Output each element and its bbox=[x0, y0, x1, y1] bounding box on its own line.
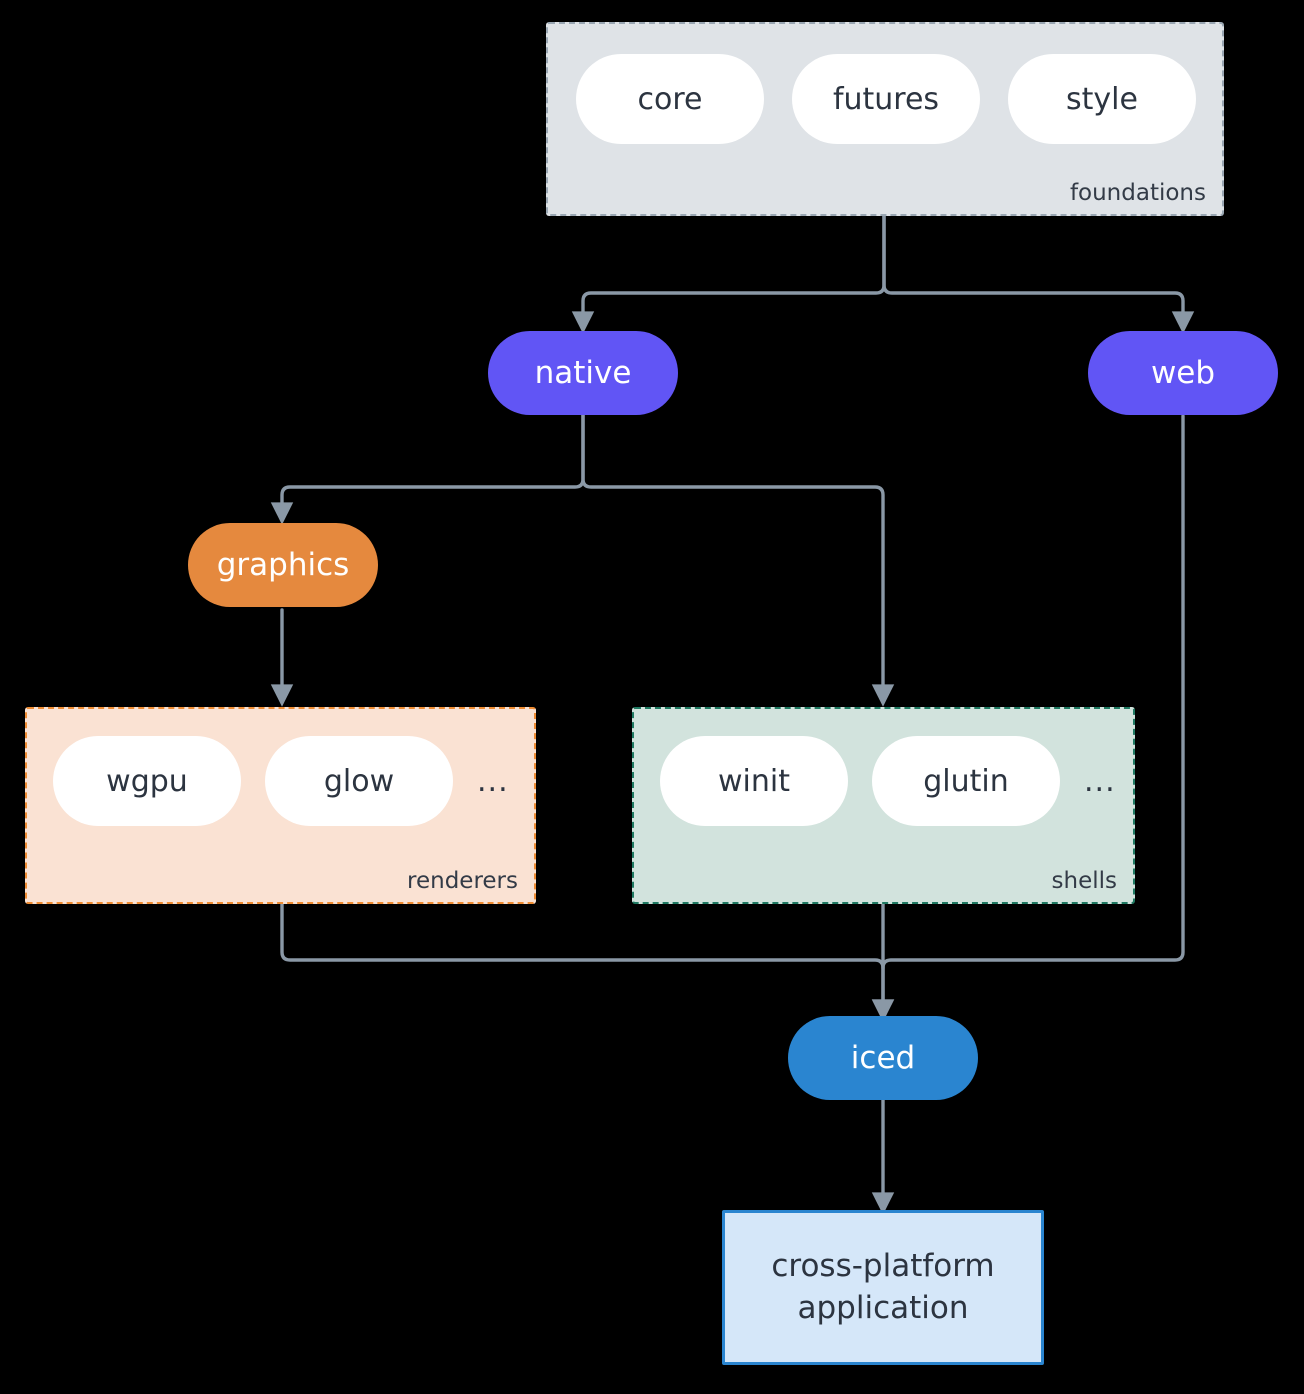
chip-glutin-label: glutin bbox=[923, 763, 1009, 799]
chip-futures[interactable]: futures bbox=[792, 54, 980, 144]
chip-core[interactable]: core bbox=[576, 54, 764, 144]
group-renderers: wgpu glow ... renderers bbox=[25, 707, 536, 904]
application-line-1: cross-platform bbox=[771, 1247, 995, 1284]
group-foundations: core futures style foundations bbox=[546, 22, 1224, 216]
foundations-items: core futures style bbox=[548, 54, 1250, 144]
chip-glutin[interactable]: glutin bbox=[872, 736, 1060, 826]
chip-winit-label: winit bbox=[718, 763, 790, 799]
chip-core-label: core bbox=[637, 81, 703, 117]
node-native[interactable]: native bbox=[488, 331, 678, 415]
renderers-items: wgpu glow ... bbox=[27, 736, 560, 826]
chip-wgpu[interactable]: wgpu bbox=[53, 736, 241, 826]
foundations-group-label: foundations bbox=[1069, 180, 1206, 206]
edge-native-graphics bbox=[270, 412, 585, 525]
node-web[interactable]: web bbox=[1088, 331, 1278, 415]
edge-native-shells bbox=[581, 412, 895, 707]
node-native-label: native bbox=[534, 355, 632, 391]
shells-group-label: shells bbox=[1051, 868, 1117, 894]
node-web-label: web bbox=[1150, 355, 1216, 391]
chip-glow-label: glow bbox=[323, 763, 395, 799]
chip-style[interactable]: style bbox=[1008, 54, 1196, 144]
chip-winit[interactable]: winit bbox=[660, 736, 848, 826]
node-graphics[interactable]: graphics bbox=[188, 523, 378, 607]
node-iced-label: iced bbox=[850, 1040, 916, 1076]
group-shells: winit glutin ... shells bbox=[632, 707, 1135, 904]
chip-style-label: style bbox=[1066, 81, 1138, 117]
node-iced[interactable]: iced bbox=[788, 1016, 978, 1100]
chip-futures-label: futures bbox=[832, 81, 940, 117]
shells-items: winit glutin ... bbox=[634, 736, 1159, 826]
shells-overflow-ellipsis: ... bbox=[1084, 763, 1116, 799]
renderers-group-label: renderers bbox=[407, 868, 518, 894]
edge-foundations-web bbox=[882, 214, 1195, 334]
edge-renderers-iced bbox=[280, 902, 895, 1022]
renderers-overflow-ellipsis: ... bbox=[477, 763, 509, 799]
edge-foundations-native bbox=[571, 214, 886, 334]
chip-glow[interactable]: glow bbox=[265, 736, 453, 826]
node-cross-platform-application[interactable]: cross-platform application bbox=[722, 1210, 1044, 1365]
chip-wgpu-label: wgpu bbox=[106, 763, 188, 799]
node-graphics-label: graphics bbox=[216, 547, 350, 583]
application-line-2: application bbox=[797, 1289, 969, 1326]
